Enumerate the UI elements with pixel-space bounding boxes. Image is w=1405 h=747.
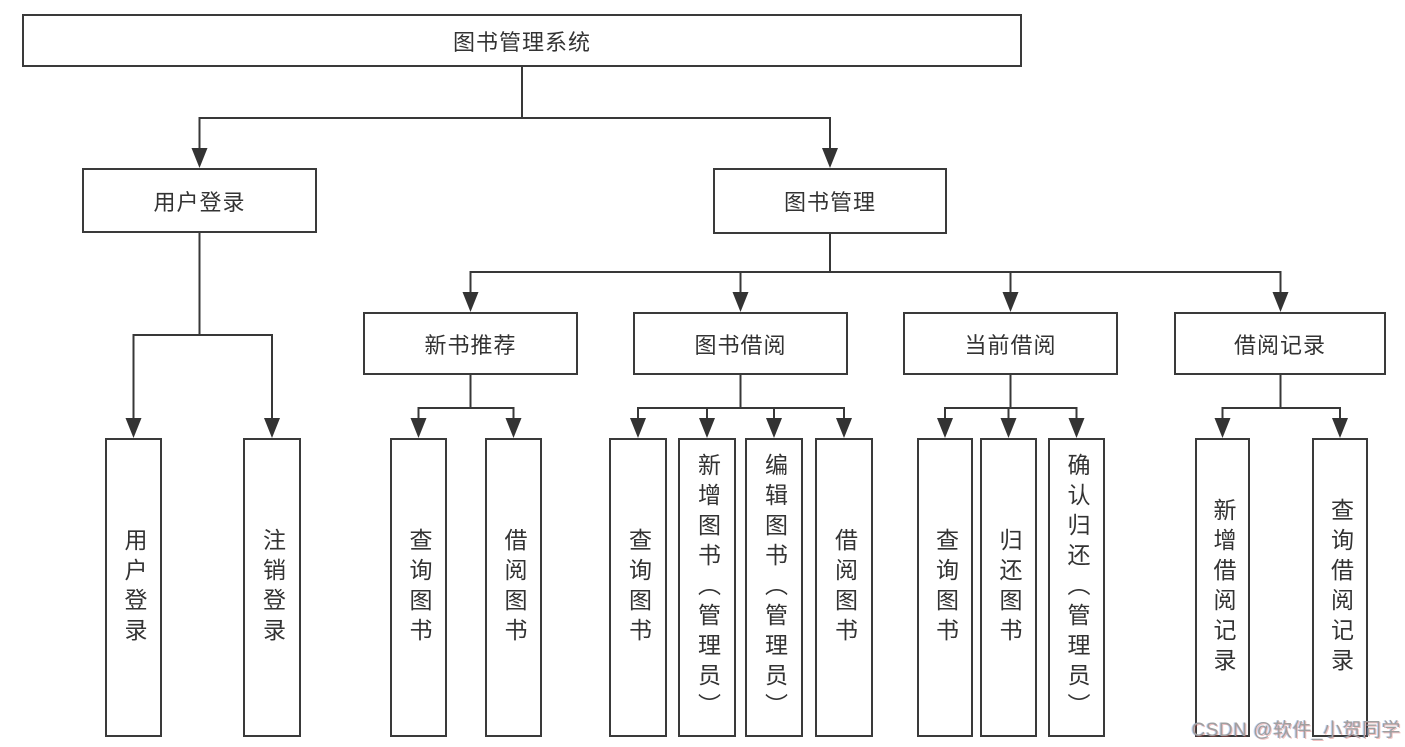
node-book-borrowing: 图书借阅 <box>633 312 848 375</box>
node-user-login: 用户登录 <box>82 168 317 233</box>
leaf-add-borrow-record: 新增借阅记录 <box>1195 438 1250 737</box>
leaf-return-books: 归还图书 <box>980 438 1037 737</box>
leaf-query-borrow-record: 查询借阅记录 <box>1312 438 1368 737</box>
watermark: CSDN @软件_小贺同学 <box>1191 720 1401 741</box>
connector-root-to-level2 <box>191 67 838 168</box>
leaf-add-book-admin: 新增图书（管理员） <box>678 438 736 737</box>
leaf-query-books-recommend: 查询图书 <box>390 438 447 737</box>
leaf-query-books-borrow: 查询图书 <box>609 438 667 737</box>
node-book-management: 图书管理 <box>713 168 947 234</box>
leaf-logout: 注销登录 <box>243 438 301 737</box>
node-borrow-records: 借阅记录 <box>1174 312 1386 375</box>
connector-book-management-children <box>462 234 1289 312</box>
leaf-borrow-books-borrow: 借阅图书 <box>815 438 873 737</box>
leaf-confirm-return-admin: 确认归还（管理员） <box>1048 438 1105 737</box>
connector-borrow-records-children <box>1214 375 1348 438</box>
leaf-edit-book-admin: 编辑图书（管理员） <box>745 438 803 737</box>
node-current-borrowing: 当前借阅 <box>903 312 1118 375</box>
leaf-user-login: 用户登录 <box>105 438 162 737</box>
connector-book-borrowing-children <box>630 375 852 438</box>
leaf-borrow-books-recommend: 借阅图书 <box>485 438 542 737</box>
leaf-query-books-current: 查询图书 <box>917 438 973 737</box>
connector-current-borrowing-children <box>937 375 1085 438</box>
connector-user-login-children <box>125 233 280 438</box>
node-new-book-recommend: 新书推荐 <box>363 312 578 375</box>
connector-new-book-recommend-children <box>410 375 522 438</box>
node-library-system: 图书管理系统 <box>22 14 1022 67</box>
